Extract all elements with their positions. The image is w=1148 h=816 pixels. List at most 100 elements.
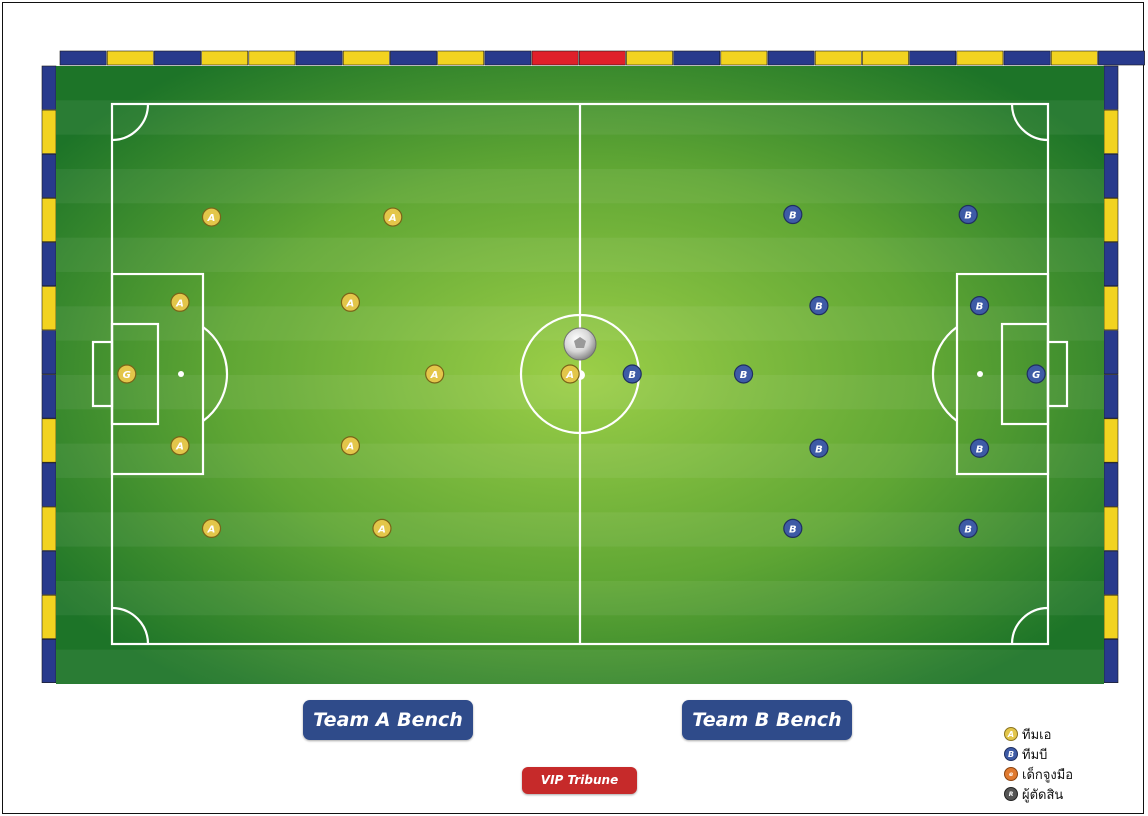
ad-board-top-16 (815, 51, 861, 65)
team-a-player-marker: A (384, 208, 402, 226)
team-b-player-marker: B (784, 206, 802, 224)
advertising-boards-top (60, 51, 1145, 65)
ad-board-top-0 (60, 51, 106, 65)
ad-board-top-8 (438, 51, 484, 65)
ad-board-left-8 (42, 419, 56, 462)
team-a-player-marker: A (561, 365, 579, 383)
team-a-player-marker: A (203, 519, 221, 537)
player-label: B (815, 302, 823, 313)
team-a-player-marker: A (171, 437, 189, 455)
ad-board-right-4 (1104, 242, 1118, 285)
player-label: A (377, 524, 386, 535)
team-a-player-marker: G (118, 365, 136, 383)
ball-icon (564, 328, 596, 360)
ad-board-top-1 (107, 51, 153, 65)
ad-board-top-7 (390, 51, 436, 65)
ad-board-top-6 (343, 51, 389, 65)
team-b-bench: Team B Bench (682, 700, 852, 740)
legend-item-referee: R ผู้ตัดสิน (1004, 785, 1144, 803)
advertising-boards-left (42, 66, 56, 683)
legend-label-team-a: ทีมเอ (1022, 724, 1051, 745)
player-label: B (815, 444, 823, 455)
team-a-bench: Team A Bench (303, 700, 473, 740)
player-label: B (964, 524, 972, 535)
ad-board-right-1 (1104, 110, 1118, 153)
player-label: A (207, 524, 216, 535)
team-a-player-marker: A (171, 293, 189, 311)
ad-board-right-9 (1104, 463, 1118, 506)
ad-board-right-0 (1104, 66, 1118, 109)
ad-board-left-7 (42, 375, 56, 418)
ad-board-top-9 (485, 51, 531, 65)
player-label: A (388, 213, 397, 224)
team-b-player-marker: B (959, 206, 977, 224)
ad-board-top-21 (1051, 51, 1097, 65)
ad-board-top-22 (1098, 51, 1144, 65)
player-label: B (789, 211, 797, 222)
player-label: A (430, 370, 439, 381)
player-label: B (976, 302, 984, 313)
team-b-player-marker: B (971, 439, 989, 457)
team-b-player-marker: B (623, 365, 641, 383)
player-label: B (740, 370, 748, 381)
team-a-player-marker: A (373, 519, 391, 537)
advertising-boards-right (1104, 66, 1118, 683)
player-label: G (123, 370, 131, 381)
ad-board-top-4 (249, 51, 295, 65)
legend-label-team-b: ทีมบี (1022, 744, 1047, 765)
team-b-player-marker: B (959, 519, 977, 537)
ad-board-right-5 (1104, 287, 1118, 330)
legend-label-referee: ผู้ตัดสิน (1022, 784, 1063, 805)
player-label: A (175, 442, 184, 453)
team-b-player-marker: B (810, 297, 828, 315)
team-b-player-marker: B (971, 297, 989, 315)
referee-marker-icon: R (1004, 787, 1018, 801)
ad-board-left-1 (42, 110, 56, 153)
team-b-player-marker: B (735, 365, 753, 383)
ad-board-top-11 (579, 51, 625, 65)
ad-board-right-8 (1104, 419, 1118, 462)
legend-item-team-b: B ทีมบี (1004, 745, 1144, 763)
ad-board-top-12 (626, 51, 672, 65)
player-label: A (565, 370, 574, 381)
ad-board-top-13 (674, 51, 720, 65)
ad-board-right-10 (1104, 507, 1118, 550)
ad-board-left-0 (42, 66, 56, 109)
ad-board-top-5 (296, 51, 342, 65)
player-label: B (628, 370, 636, 381)
team-a-marker-icon: A (1004, 727, 1018, 741)
ad-board-top-15 (768, 51, 814, 65)
ad-board-right-13 (1104, 639, 1118, 682)
ad-board-left-4 (42, 242, 56, 285)
grass-stripe (56, 650, 1104, 684)
team-a-player-marker: A (203, 208, 221, 226)
ad-board-right-11 (1104, 551, 1118, 594)
team-b-player-marker: B (810, 439, 828, 457)
ad-board-left-11 (42, 551, 56, 594)
ad-board-right-12 (1104, 595, 1118, 638)
team-b-player-marker: B (784, 519, 802, 537)
ad-board-top-10 (532, 51, 578, 65)
player-label: A (175, 298, 184, 309)
ad-board-right-7 (1104, 375, 1118, 418)
ad-board-right-6 (1104, 331, 1118, 374)
player-label: B (976, 444, 984, 455)
right-penalty-spot (977, 371, 983, 377)
ad-board-left-12 (42, 595, 56, 638)
player-label: A (346, 442, 355, 453)
ad-board-top-19 (957, 51, 1003, 65)
ad-board-right-2 (1104, 154, 1118, 197)
legend: A ทีมเอ B ทีมบี e เด็กจูงมือ R ผู้ตัดสิน (1004, 725, 1144, 805)
team-b-player-marker: G (1027, 365, 1045, 383)
vip-tribune: VIP Tribune (522, 767, 637, 794)
ball-kid-marker-icon: e (1004, 767, 1018, 781)
ad-board-right-3 (1104, 198, 1118, 241)
player-label: G (1032, 370, 1040, 381)
left-penalty-spot (178, 371, 184, 377)
ad-board-top-14 (721, 51, 767, 65)
player-label: A (207, 213, 216, 224)
ad-board-left-10 (42, 507, 56, 550)
team-a-player-marker: A (341, 293, 359, 311)
team-a-player-marker: A (426, 365, 444, 383)
